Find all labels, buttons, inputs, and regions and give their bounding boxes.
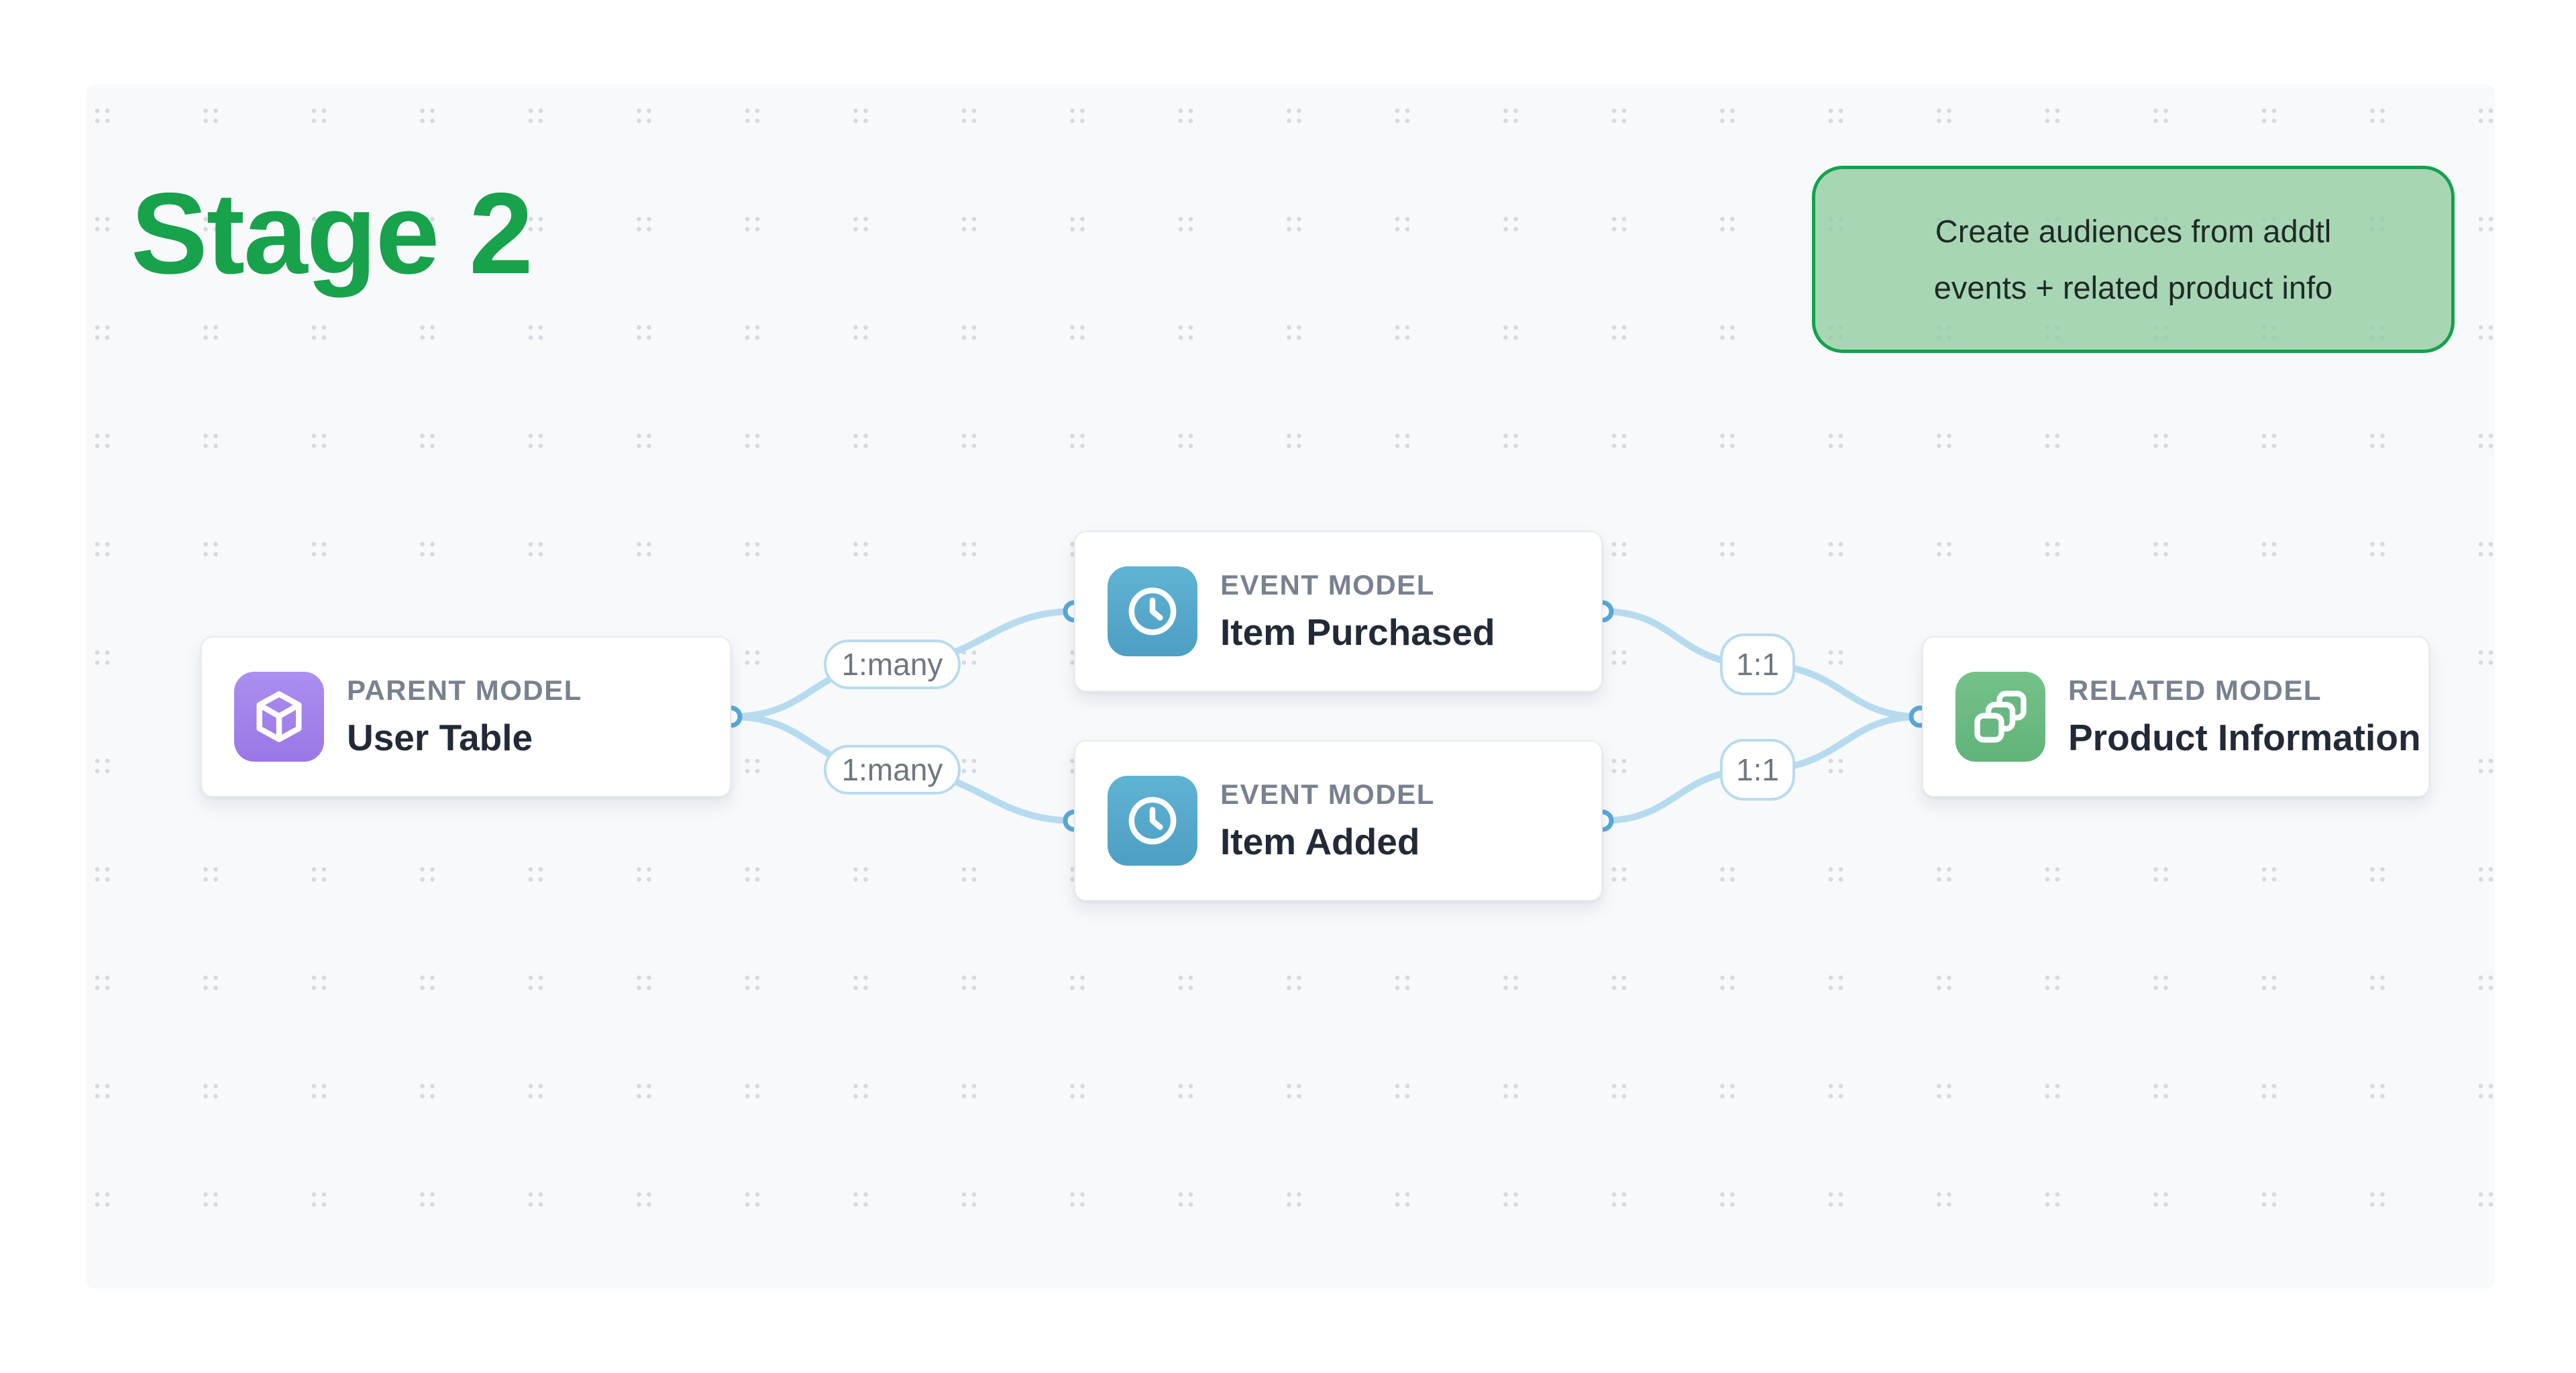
edge-label-one-to-many-1[interactable]: 1:many bbox=[824, 640, 961, 689]
clock-icon bbox=[1108, 776, 1197, 866]
node-type-label: EVENT MODEL bbox=[1220, 569, 1435, 601]
edge-label-text: 1:many bbox=[841, 647, 943, 682]
cube-icon bbox=[234, 672, 324, 762]
node-name: Product Information bbox=[2068, 717, 2421, 758]
node-type-label: EVENT MODEL bbox=[1220, 778, 1435, 810]
node-type-label: PARENT MODEL bbox=[347, 674, 582, 706]
clock-icon bbox=[1108, 566, 1197, 656]
node-name: User Table bbox=[347, 717, 533, 758]
model-node-parent[interactable]: PARENT MODEL User Table bbox=[201, 636, 731, 797]
edge-label-one-to-one-2[interactable]: 1:1 bbox=[1720, 739, 1795, 801]
model-node-event-1[interactable]: EVENT MODEL Item Purchased bbox=[1074, 531, 1603, 692]
model-node-event-2[interactable]: EVENT MODEL Item Added bbox=[1074, 740, 1603, 901]
edge-label-text: 1:1 bbox=[1736, 752, 1779, 787]
node-name: Item Purchased bbox=[1220, 611, 1495, 653]
edge-label-one-to-one-1[interactable]: 1:1 bbox=[1720, 633, 1795, 695]
edge-label-one-to-many-2[interactable]: 1:many bbox=[824, 745, 961, 795]
node-type-label: RELATED MODEL bbox=[2068, 674, 2322, 706]
edge-label-text: 1:many bbox=[841, 752, 943, 787]
model-node-related[interactable]: RELATED MODEL Product Information bbox=[1922, 636, 2430, 797]
layers-icon bbox=[1955, 672, 2045, 762]
stage-title: Stage 2 bbox=[131, 169, 533, 298]
annotation-note-line1: Create audiences from addtl bbox=[1935, 213, 2332, 249]
annotation-note-line2: events + related product info bbox=[1933, 269, 2333, 305]
annotation-note[interactable]: Create audiences from addtl events + rel… bbox=[1812, 166, 2455, 353]
edge-label-text: 1:1 bbox=[1736, 647, 1779, 682]
node-name: Item Added bbox=[1220, 821, 1420, 862]
